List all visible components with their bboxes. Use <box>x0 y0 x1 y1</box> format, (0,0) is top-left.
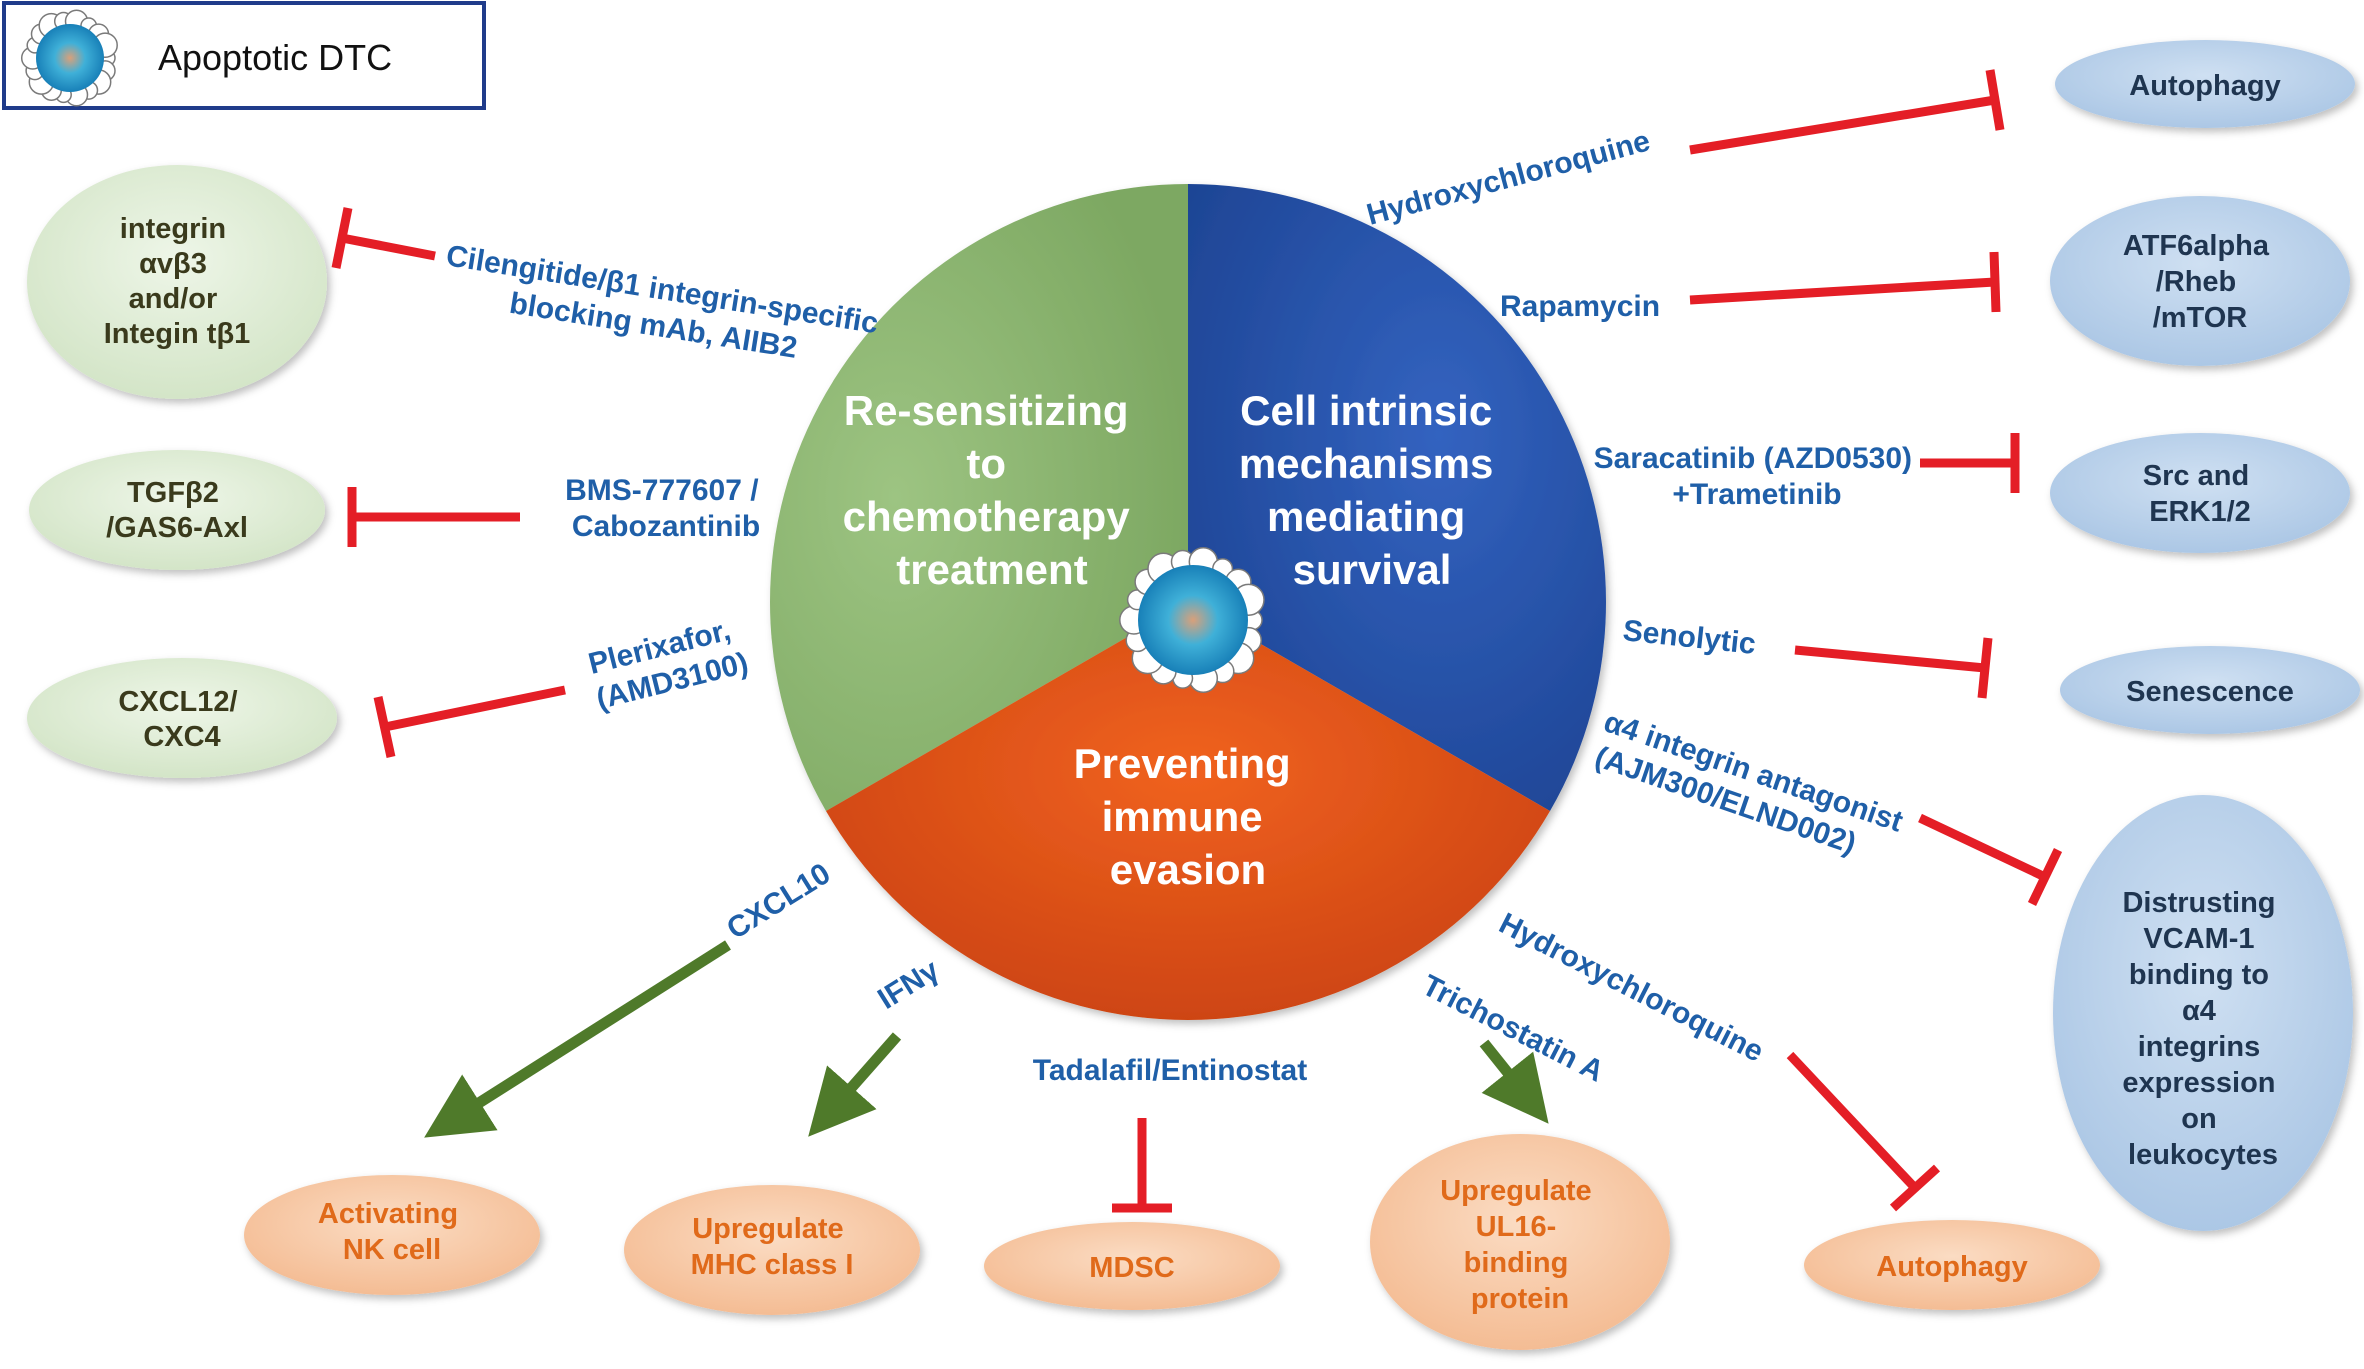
drug-a4: α4 integrin antagonist (AJM300/ELND002) <box>1588 705 1915 875</box>
inhibit-hydroxychloroquine-bottom <box>1786 1051 1941 1212</box>
target-senescence <box>2060 646 2360 734</box>
sector-blue <box>1188 184 1607 811</box>
target-mdsc <box>984 1222 1280 1310</box>
target-src-label: Src and ERK1/2 <box>2143 460 2257 528</box>
central-pie <box>769 184 1607 1021</box>
sector-orange-label: Preventing immune evasion <box>1074 740 1303 893</box>
legend: Apoptotic DTC <box>2 1 486 110</box>
sector-blue-label: Cell intrinsic mechanisms mediating surv… <box>1239 387 1505 593</box>
drug-cilengitide: Cilengitide/β1 integrin-specific blockin… <box>438 239 889 378</box>
drug-plerixafor: Plerixafor, (AMD3100) <box>584 612 751 716</box>
target-autophagy-bottom <box>1804 1220 2100 1310</box>
target-atf6 <box>2050 196 2350 366</box>
target-autophagy-bottom-label: Autophagy <box>1876 1251 2027 1283</box>
target-mhc <box>624 1185 920 1315</box>
drug-saracatinib: Saracatinib (AZD0530) +Trametinib <box>1594 442 1921 511</box>
target-integrin-label: integrin αvβ3 and/or Integin tβ1 <box>104 213 251 350</box>
sector-green-label: Re-sensitizing to chemotherapy treatment <box>843 387 1142 593</box>
activate-trichostatin <box>1479 1039 1549 1124</box>
target-mhc-label: Upregulate MHC class I <box>691 1213 854 1281</box>
apoptotic-cell-icon <box>20 9 118 107</box>
target-autophagy-top <box>2055 40 2355 128</box>
inhibit-hydroxychloroquine-top <box>1689 69 2005 155</box>
inhibit-tadalafil <box>1112 1118 1172 1213</box>
drug-tadalafil: Tadalafil/Entinostat <box>1033 1054 1307 1087</box>
inhibit-bms <box>347 487 520 547</box>
inhibit-plerixafor <box>373 685 566 758</box>
target-integrin <box>27 165 327 399</box>
target-nk-label: Activating NK cell <box>318 1198 466 1266</box>
target-ul16-label: Upregulate UL16- binding protein <box>1440 1175 1600 1315</box>
target-vcam <box>2053 795 2353 1231</box>
inhibit-rapamycin <box>1689 251 2001 313</box>
target-senescence-label: Senescence <box>2126 676 2294 708</box>
target-vcam-label: Distrusting VCAM-1 binding to α4 integri… <box>2122 887 2283 1171</box>
target-atf6-label: ATF6alpha /Rheb /mTOR <box>2123 230 2277 334</box>
inhibit-saracatinib <box>1920 433 2020 493</box>
drug-hydroxychloroquine-top: Hydroxychloroquine <box>1363 124 1653 231</box>
target-nk <box>244 1175 540 1295</box>
activate-ifn <box>808 1032 902 1137</box>
legend-label: Apoptotic DTC <box>158 37 392 78</box>
target-cxcl12-label: CXCL12/ CXC4 <box>118 686 245 753</box>
activate-cxcl10 <box>424 940 731 1138</box>
inhibit-cilengitide <box>331 207 436 269</box>
cell-body <box>1138 565 1248 675</box>
inhibit-a4 <box>1918 813 2063 906</box>
cell-body <box>36 24 104 92</box>
drug-rapamycin: Rapamycin <box>1500 290 1660 323</box>
drug-cxcl10: CXCL10 <box>721 857 836 946</box>
target-tgfb2-label: TGFβ2 /GAS6-Axl <box>106 477 248 544</box>
inhibit-senolytic <box>1794 637 1993 699</box>
target-cxcl12 <box>27 658 337 778</box>
target-src <box>2050 433 2350 553</box>
drug-senolytic: Senolytic <box>1621 614 1757 661</box>
sector-orange <box>826 602 1550 1021</box>
target-autophagy-top-label: Autophagy <box>2129 70 2280 102</box>
target-ul16 <box>1370 1134 1670 1350</box>
center-apoptotic-cell-icon <box>1119 546 1265 694</box>
target-tgfb2 <box>29 450 325 570</box>
sector-green <box>769 184 1188 811</box>
drug-bms: BMS-777607 / Cabozantinib <box>565 474 767 543</box>
target-mdsc-label: MDSC <box>1089 1252 1174 1284</box>
drug-ifn: IFNγ <box>872 953 945 1016</box>
